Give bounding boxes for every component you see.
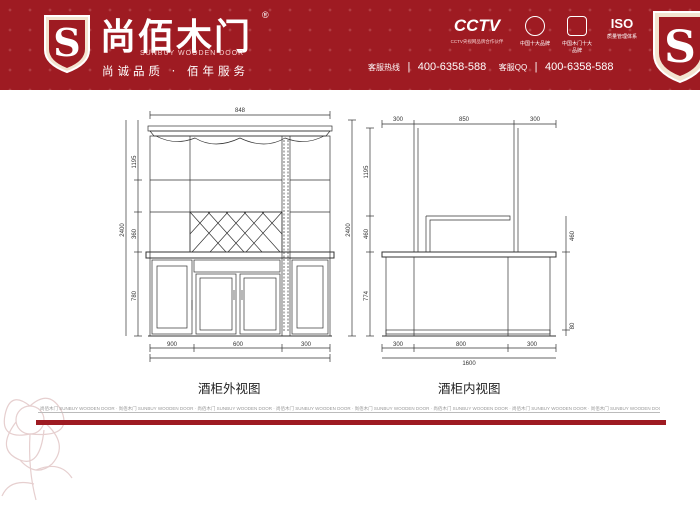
dim-r-top-left: 300 — [393, 117, 404, 123]
heart-badge-icon — [567, 16, 587, 36]
dim-r-top-center: 850 — [459, 117, 470, 123]
partner-badge-3: 中国木门十大品牌 — [560, 16, 594, 56]
footer-bar — [36, 420, 666, 425]
corner-shield-letter: S — [664, 22, 696, 73]
award-badge-icon — [525, 16, 545, 36]
dim-r-height-mid: 460 — [364, 228, 370, 239]
dim-height-total: 2400 — [120, 223, 126, 237]
dim-r-bottom-right: 300 — [527, 342, 538, 348]
interior-dimension-labels: 300 850 300 300 800 300 1600 1195 460 77… — [364, 117, 576, 367]
exterior-dimension-labels: 848 900 600 300 2400 1195 360 780 2400 — [120, 108, 352, 348]
exterior-view-drawing — [125, 111, 356, 362]
dim-bottom-center: 600 — [233, 342, 244, 348]
dim-height-mid: 360 — [132, 228, 138, 239]
dim-r-height-upper: 1195 — [364, 165, 370, 179]
contact-info: 客服热线 | 400-6358-588 客服QQ | 400-6358-588 — [368, 61, 614, 73]
dim-top-width: 848 — [235, 108, 246, 114]
dim-bottom-left: 900 — [167, 342, 178, 348]
footer-divider — [38, 412, 660, 413]
registered-mark: ® — [262, 10, 269, 20]
dim-bottom-right: 300 — [301, 342, 312, 348]
iso-logo: ISO — [610, 16, 634, 31]
dim-r-height-base: 80 — [570, 322, 576, 329]
partner-3-label: 中国木门十大品牌 — [561, 41, 592, 54]
partner-badge-2: 中国十大品牌 — [518, 16, 552, 56]
dim-r-bottom-left: 300 — [393, 342, 404, 348]
footer-watermark-text: 尚佰木门 SUNBUY WOODEN DOOR · 尚佰木门 SUNBUY WO… — [40, 406, 660, 411]
cctv-logo: CCTV CCTV央视网品牌合作伙伴 — [446, 16, 508, 56]
partner-4-label: 质量管理体系 — [606, 34, 637, 40]
hotline-number: 400-6358-588 — [417, 61, 487, 73]
exterior-view-caption: 酒柜外视图 — [198, 381, 261, 396]
dim-height-upper: 1195 — [132, 155, 138, 169]
cctv-sub: CCTV央视网品牌合作伙伴 — [450, 39, 504, 44]
shield-letter: S — [53, 20, 80, 65]
dim-r-height-lower: 774 — [364, 290, 370, 301]
brand-name-cn: 尚佰木门 — [100, 16, 253, 58]
corner-shield-icon: S — [653, 11, 700, 84]
dim-r-bottom-center: 800 — [456, 342, 467, 348]
partner-logos: CCTV CCTV央视网品牌合作伙伴 中国十大品牌 中国木门十大品牌 ISO 质… — [446, 16, 646, 56]
header-banner: S 尚佰木门 ® SUNBUY WOODEN DOOR 尚诚品质 · 佰年服务 … — [0, 0, 700, 90]
header-pattern — [0, 0, 700, 90]
cad-drawings: 848 900 600 300 2400 1195 360 780 2400 — [120, 108, 576, 367]
partner-badge-4: ISO 质量管理体系 — [604, 16, 640, 56]
drawing-area: 848 900 600 300 2400 1195 360 780 2400 — [0, 90, 700, 501]
dim-height-right: 2400 — [346, 223, 352, 237]
brand-name-en: SUNBUY WOODEN DOOR — [140, 50, 245, 57]
hotline-label: 客服热线 — [368, 63, 400, 72]
interior-view-drawing — [366, 120, 570, 359]
shield-logo-icon: S — [44, 15, 90, 74]
cctv-name: CCTV — [453, 16, 501, 35]
qq-number: 400-6358-588 — [544, 61, 614, 73]
dim-r-bottom-total: 1600 — [462, 361, 476, 367]
dim-r-height-right: 460 — [570, 230, 576, 241]
dim-height-lower: 780 — [132, 290, 138, 301]
brand-slogan: 尚诚品质 · 佰年服务 — [102, 64, 249, 78]
partner-2-label: 中国十大品牌 — [519, 41, 550, 47]
dim-r-top-right: 300 — [530, 117, 541, 123]
interior-view-caption: 酒柜内视图 — [438, 381, 501, 396]
qq-label: 客服QQ — [498, 63, 528, 72]
